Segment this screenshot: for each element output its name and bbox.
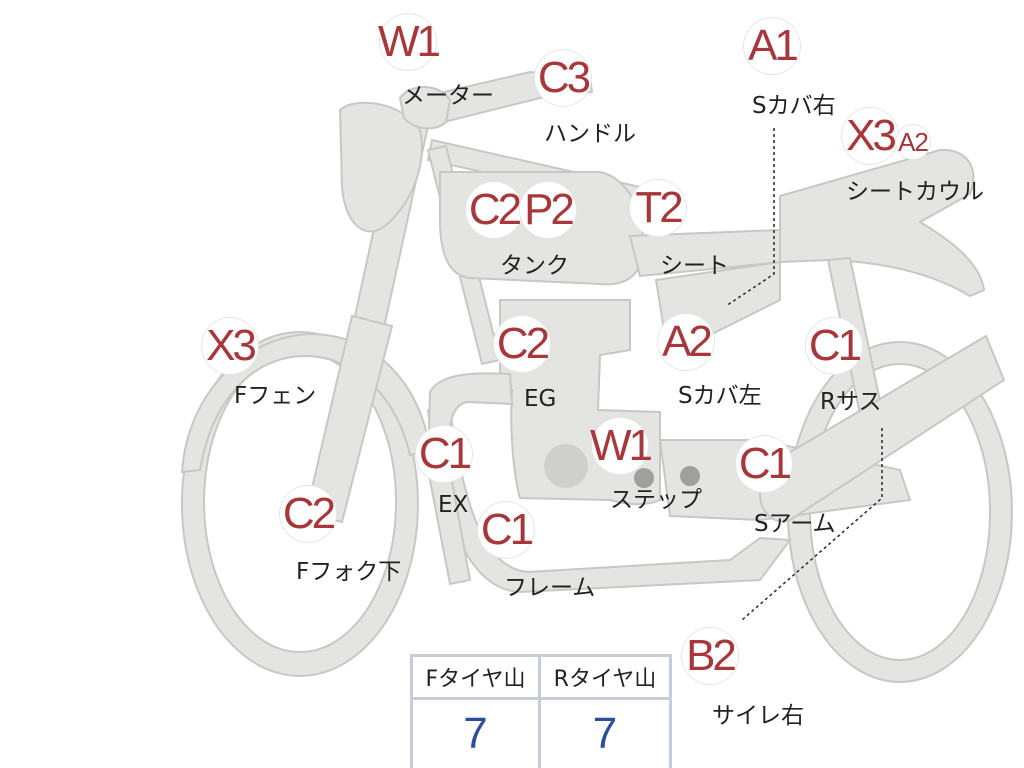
- rear-tire-tread-header: Rタイヤ山: [541, 657, 669, 700]
- part-label-r-suspension: Rサス: [820, 389, 882, 415]
- part-label-tank: タンク: [500, 253, 569, 279]
- grade-badge-tank-2: P2: [520, 182, 576, 238]
- part-label-seat-cowl: シートカウル: [846, 179, 984, 205]
- grade-badge-seat-cover-left: A2: [658, 314, 714, 370]
- part-label-seat-cover-right: Sカバ右: [752, 93, 836, 119]
- part-label-engine: EG: [524, 386, 557, 412]
- part-label-f-fender: Fフェン: [234, 383, 317, 409]
- headlight: [338, 101, 423, 233]
- fork-slider: [304, 314, 394, 524]
- part-label-silencer-right: サイレ右: [712, 703, 804, 729]
- grade-badge-step: W1: [590, 418, 653, 474]
- grade-badge-tank: C2: [466, 182, 522, 238]
- leader-line-seat-cover-right: [725, 128, 775, 307]
- sub-grade-badge-seat-cowl: A2: [896, 125, 930, 159]
- grade-badge-engine: C2: [494, 316, 550, 372]
- part-label-exhaust: EX: [438, 492, 469, 518]
- grade-badge-seat-cowl: X3: [842, 108, 898, 164]
- grade-badge-frame: C1: [478, 502, 534, 558]
- part-label-f-fork-lower: Fフォク下: [296, 559, 402, 585]
- part-label-seat: シート: [660, 253, 729, 279]
- front-tire-tread-header: Fタイヤ山: [413, 657, 541, 700]
- grade-badge-seat-cover-right: A1: [744, 18, 800, 74]
- tire-tread-table: Fタイヤ山 Rタイヤ山 7 7: [410, 654, 672, 768]
- meter-housing: [398, 85, 452, 130]
- leader-line-silencer-right: [741, 428, 883, 621]
- grade-badge-swing-arm: C1: [736, 436, 792, 492]
- part-label-handle: ハンドル: [544, 121, 636, 147]
- part-label-step: ステップ: [610, 487, 702, 513]
- rear-tire-tread-value: 7: [592, 709, 618, 758]
- part-label-swing-arm: Sアーム: [754, 511, 836, 537]
- grade-badge-handle: C3: [535, 50, 591, 106]
- grade-badge-silencer-right: B2: [682, 628, 738, 684]
- part-label-frame: フレーム: [504, 575, 596, 601]
- front-tire-tread-value: 7: [413, 700, 541, 768]
- grade-badge-f-fork-lower: C2: [280, 486, 336, 542]
- part-label-meter: メーター: [402, 83, 494, 109]
- part-label-seat-cover-left: Sカバ左: [678, 383, 762, 409]
- grade-badge-exhaust: C1: [416, 426, 472, 482]
- grade-badge-meter: W1: [378, 14, 441, 70]
- grade-badge-f-fender: X3: [202, 318, 258, 374]
- grade-badge-seat: T2: [630, 180, 686, 236]
- grade-badge-r-suspension: C1: [806, 318, 862, 374]
